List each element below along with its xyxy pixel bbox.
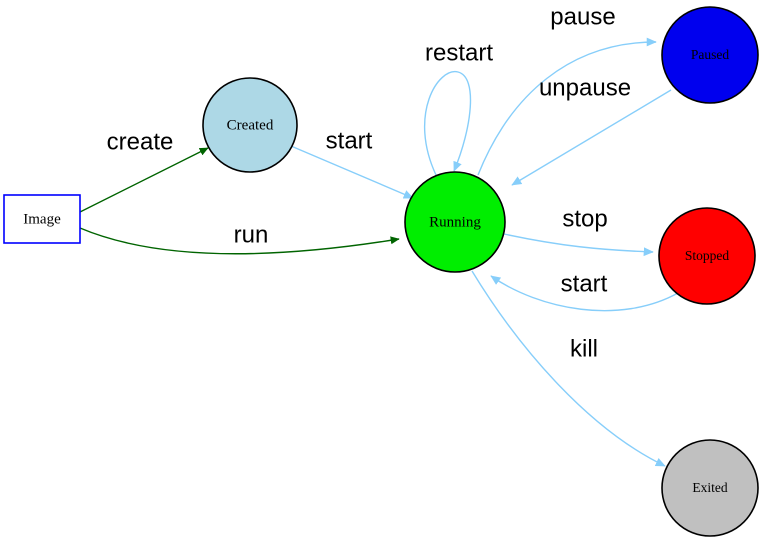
edge-label-stop: stop <box>562 205 607 232</box>
edge-start-stopped <box>490 275 679 312</box>
edge-restart <box>424 71 472 176</box>
node-paused[interactable]: Paused <box>661 6 759 104</box>
edge-unpause <box>511 89 672 186</box>
edge-label-unpause: unpause <box>539 74 631 101</box>
node-exited[interactable]: Exited <box>661 439 759 537</box>
edge-label-pause: pause <box>550 3 615 30</box>
running-circle-shape <box>404 171 506 273</box>
exited-circle-shape <box>661 439 759 537</box>
edge-label-restart: restart <box>425 39 493 66</box>
node-running[interactable]: Running <box>404 171 506 273</box>
node-stopped[interactable]: Stopped <box>658 207 756 305</box>
paused-circle-shape <box>661 6 759 104</box>
edge-run <box>79 227 400 255</box>
edge-label-run: run <box>234 221 269 248</box>
edge-label-kill: kill <box>570 335 598 362</box>
edge-kill <box>471 270 666 467</box>
edge-create <box>79 147 209 213</box>
edge-label-create: create <box>107 128 174 155</box>
edge-label-start-stopped: start <box>561 270 608 297</box>
stopped-circle-shape <box>658 207 756 305</box>
image-box-shape <box>3 194 81 244</box>
edge-stop <box>503 233 654 257</box>
created-circle-shape <box>202 77 298 173</box>
node-created[interactable]: Created <box>202 77 298 173</box>
node-image[interactable]: Image <box>3 194 81 244</box>
edge-pause <box>477 37 657 176</box>
edge-label-start-created: start <box>326 127 373 154</box>
edge-start-created <box>290 145 414 199</box>
